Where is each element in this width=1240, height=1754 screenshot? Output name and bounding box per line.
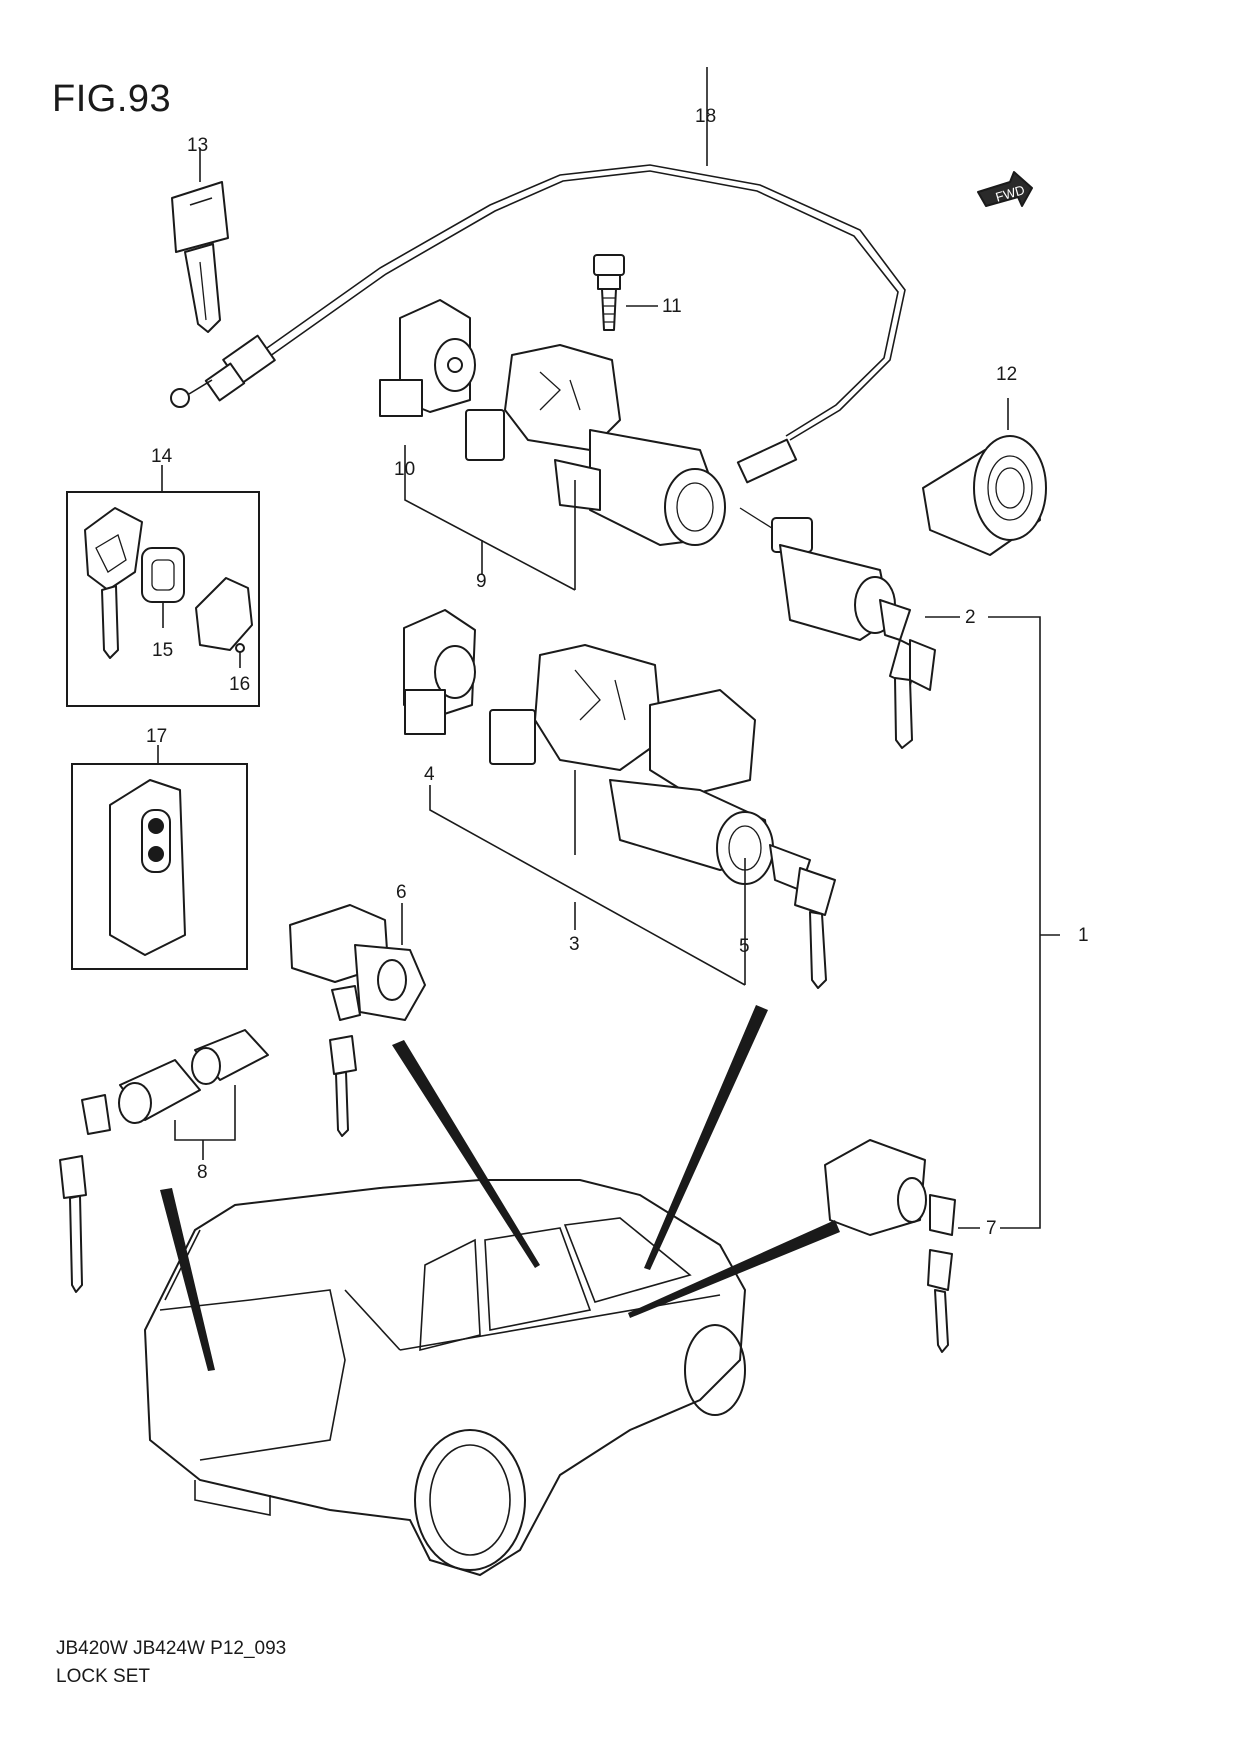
key-set-box-14 [66,465,260,707]
vehicle-outline [143,1179,747,1577]
callout-4[interactable]: 4 [424,764,435,785]
bracket-9-10 [404,445,576,591]
bolt-11[interactable] [593,254,658,331]
callout-3[interactable]: 3 [569,934,580,955]
pointer-wedges [160,1005,840,1371]
callout-labels: 1 2 3 4 5 6 7 8 9 10 11 12 13 14 15 16 1… [146,106,1089,1239]
figure-title: FIG.93 [52,78,172,120]
callout-8[interactable]: 8 [197,1162,208,1183]
bracket-3-4-5 [429,770,746,986]
model-code: JB420W JB424W P12_093 [56,1638,287,1659]
lock-cylinder-8[interactable] [59,1029,269,1293]
key-blank-14[interactable] [84,507,143,659]
callout-5[interactable]: 5 [739,936,750,957]
callout-12[interactable]: 12 [996,364,1017,385]
smart-key-17[interactable] [109,779,186,956]
ignition-cylinder-2[interactable] [739,507,960,749]
cable-assembly-18[interactable] [170,67,906,484]
callout-11[interactable]: 11 [662,296,682,317]
callout-2[interactable]: 2 [965,607,976,628]
steering-lock-lower[interactable] [403,609,836,989]
fwd-arrow-icon: FWD [977,171,1033,207]
section-name: LOCK SET [56,1666,150,1687]
callout-7[interactable]: 7 [986,1218,997,1239]
callout-9[interactable]: 9 [476,571,487,592]
immobilizer-ring-12[interactable] [922,398,1047,556]
callout-10[interactable]: 10 [394,459,415,480]
callout-6[interactable]: 6 [396,882,407,903]
door-lock-6[interactable] [289,903,426,1137]
callout-1[interactable]: 1 [1078,925,1089,946]
callout-15[interactable]: 15 [152,640,173,661]
callout-18[interactable]: 18 [695,106,716,127]
callout-17[interactable]: 17 [146,726,167,747]
bracket-1 [988,616,1060,1229]
callout-14[interactable]: 14 [151,446,173,467]
callout-13[interactable]: 13 [187,135,208,156]
tailgate-lock-7[interactable] [824,1139,980,1353]
remote-box-17 [71,745,248,970]
key-13[interactable] [171,148,229,333]
transponder-15[interactable] [141,547,185,628]
steering-lock-upper[interactable] [379,299,726,546]
cover-16[interactable] [195,577,253,668]
callout-16[interactable]: 16 [229,674,250,695]
